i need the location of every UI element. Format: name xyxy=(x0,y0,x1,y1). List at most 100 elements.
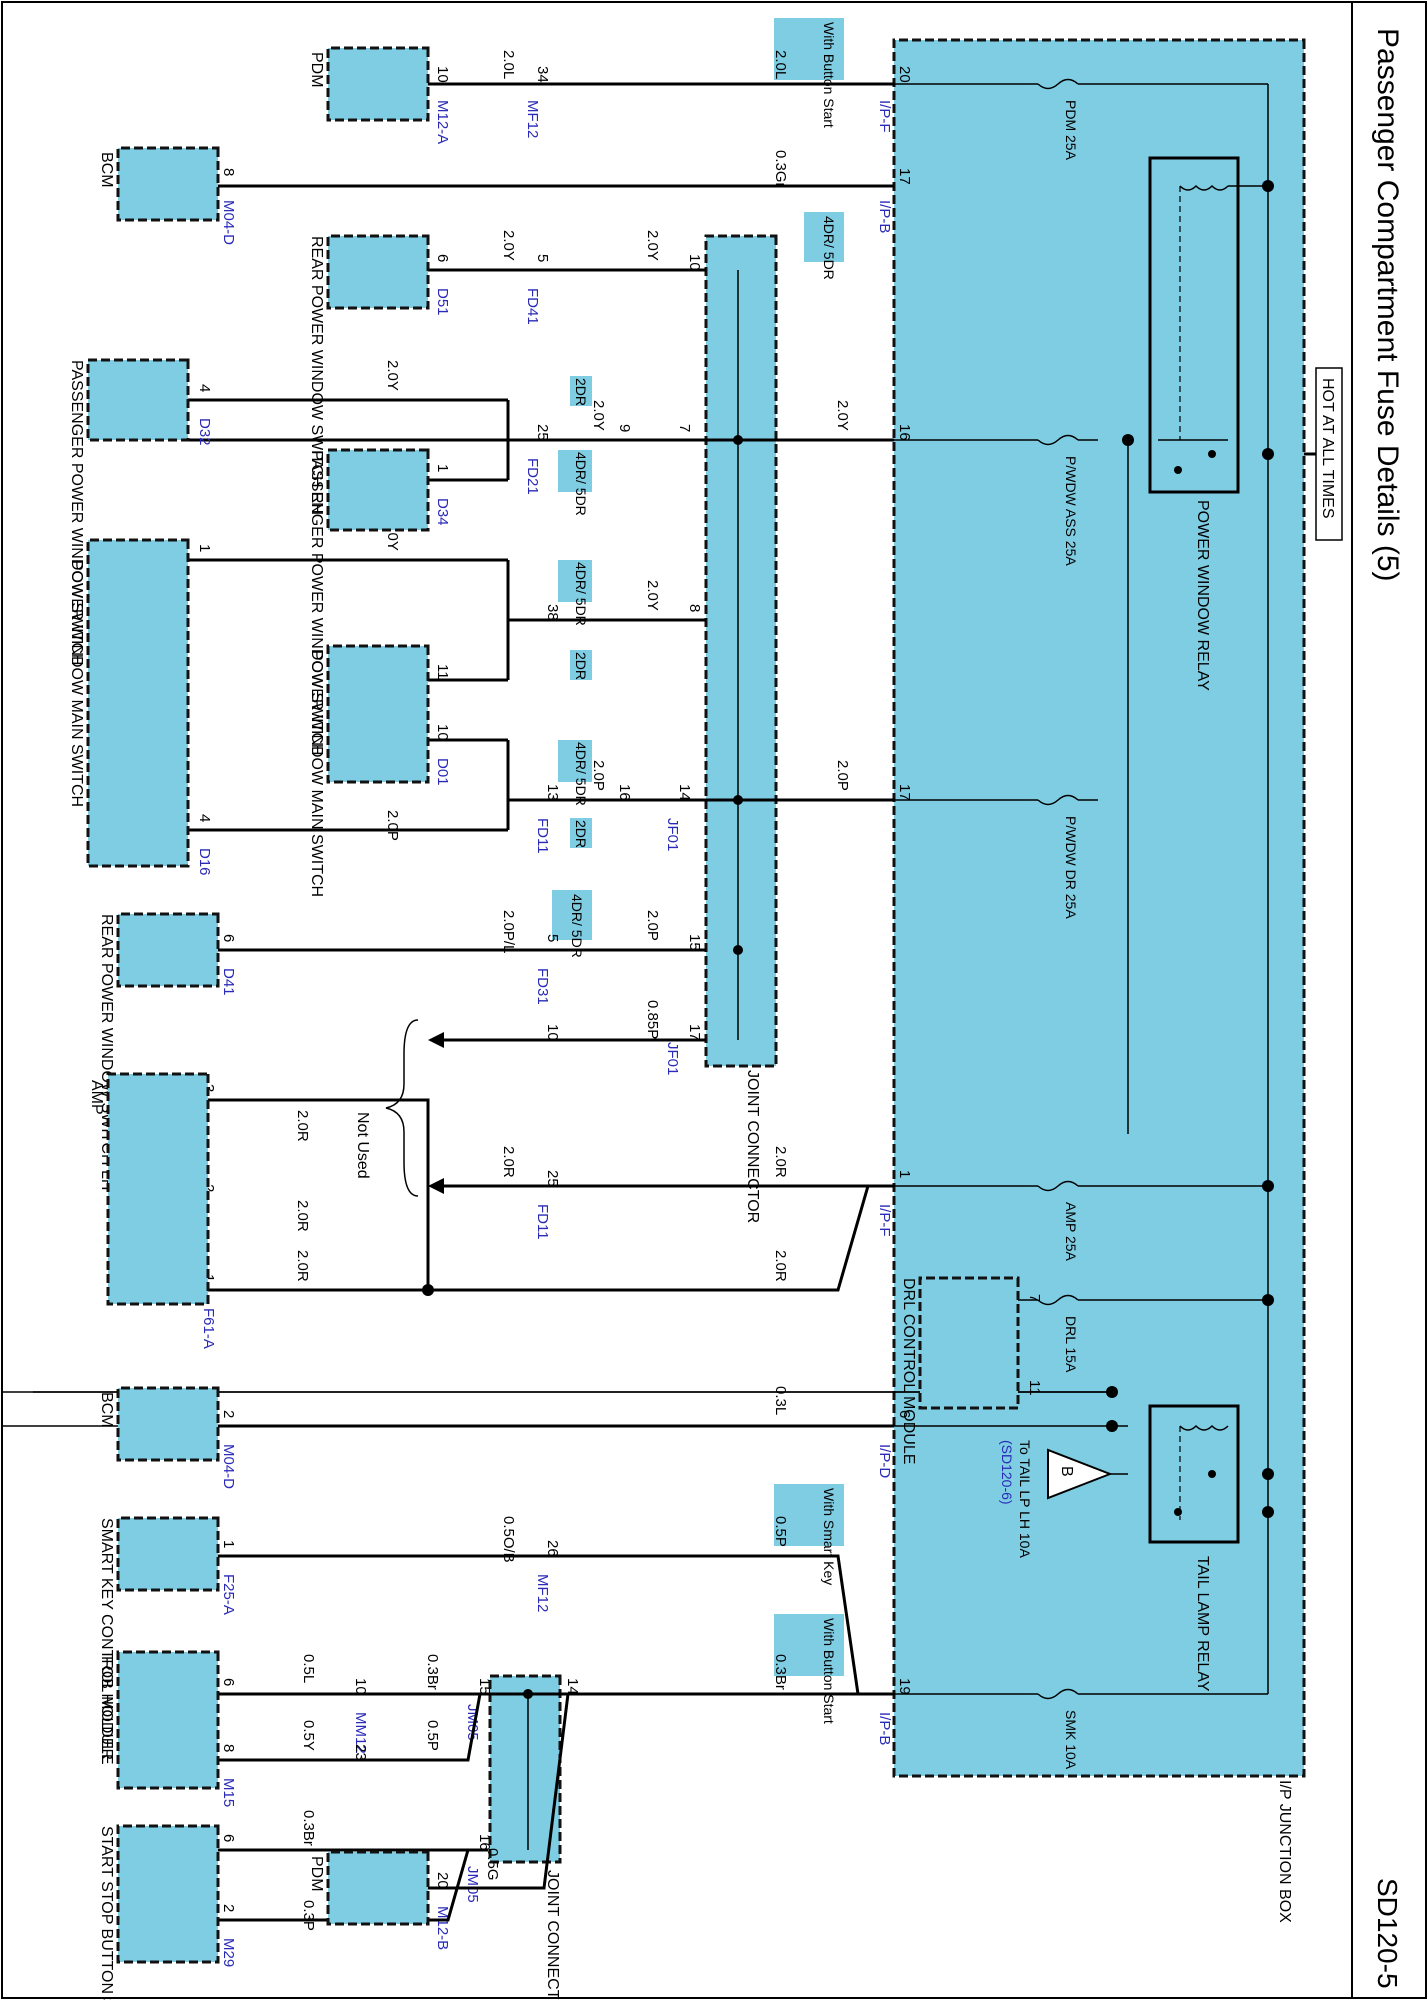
svg-text:F61-A: F61-A xyxy=(200,1308,217,1349)
fuse-pwdw-ass: P/WDW ASS 25A xyxy=(1024,434,1098,566)
option-45dr-5: 4DR/ 5DR xyxy=(552,890,592,958)
svg-text:With Smart Key: With Smart Key xyxy=(821,1488,837,1585)
svg-text:1: 1 xyxy=(896,1170,913,1178)
svg-text:11: 11 xyxy=(1026,1380,1043,1396)
svg-text:1: 1 xyxy=(220,1540,237,1548)
tail-ref-line2: (SD120-6) xyxy=(999,1440,1015,1505)
svg-text:7: 7 xyxy=(1026,1294,1043,1302)
fuse-pwdw-dr: P/WDW DR 25A xyxy=(1024,794,1098,919)
component-fob-holder: FOB HOLDER xyxy=(98,1650,220,1790)
svg-text:2.0R: 2.0R xyxy=(772,1146,789,1178)
svg-text:10: 10 xyxy=(434,66,451,83)
svg-text:4DR/ 5DR: 4DR/ 5DR xyxy=(569,894,585,958)
svg-text:M04-D: M04-D xyxy=(220,200,237,245)
fuse-smk: SMK 10A xyxy=(1024,1688,1098,1770)
svg-text:4DR/ 5DR: 4DR/ 5DR xyxy=(573,742,589,806)
component-bcm-bottom: BCM xyxy=(98,1386,220,1462)
svg-text:2.0R: 2.0R xyxy=(294,1250,311,1282)
svg-text:JF01: JF01 xyxy=(664,818,681,851)
svg-text:FD11: FD11 xyxy=(534,818,551,854)
fuse-pdm: PDM 25A xyxy=(1024,78,1098,161)
tail-lamp-relay: TAIL LAMP RELAY xyxy=(1148,1404,1240,1692)
fuse-pdm-label: PDM 25A xyxy=(1063,100,1079,161)
svg-text:0.5P: 0.5P xyxy=(424,1720,441,1751)
svg-text:PASSENGER POWER WINDOW SWITCH: PASSENGER POWER WINDOW SWITCH xyxy=(68,360,85,665)
svg-text:4: 4 xyxy=(196,384,213,392)
option-2dr-3: 2DR xyxy=(570,818,592,848)
svg-text:MF12: MF12 xyxy=(534,1574,551,1612)
svg-text:17: 17 xyxy=(686,1024,703,1041)
svg-text:MF12: MF12 xyxy=(524,100,541,138)
svg-text:REAR POWER WINDOW SWITCH RH: REAR POWER WINDOW SWITCH RH xyxy=(308,236,325,515)
svg-text:34: 34 xyxy=(534,66,551,83)
option-with-smart-key: With Smart Key xyxy=(774,1484,844,1585)
ip-junction-box xyxy=(892,38,1306,1778)
svg-text:2: 2 xyxy=(220,1904,237,1912)
svg-text:FD41: FD41 xyxy=(524,288,541,325)
svg-text:14: 14 xyxy=(564,1678,581,1695)
svg-text:6: 6 xyxy=(220,1678,237,1686)
svg-text:2.0P: 2.0P xyxy=(590,760,607,791)
svg-text:FD31: FD31 xyxy=(534,968,551,1005)
svg-text:10: 10 xyxy=(434,724,451,741)
svg-text:2.0P: 2.0P xyxy=(644,910,661,941)
svg-text:0.5Y: 0.5Y xyxy=(300,1720,317,1751)
fuse-pwdw-dr-label: P/WDW DR 25A xyxy=(1063,816,1079,919)
svg-text:2.0Y: 2.0Y xyxy=(834,400,851,431)
svg-text:2.0Y: 2.0Y xyxy=(644,230,661,261)
svg-text:0.3Gr: 0.3Gr xyxy=(772,150,789,188)
svg-text:5: 5 xyxy=(544,934,561,942)
svg-text:6: 6 xyxy=(220,934,237,942)
svg-text:4DR/ 5DR: 4DR/ 5DR xyxy=(573,562,589,626)
svg-text:2.0Y: 2.0Y xyxy=(384,360,401,391)
svg-text:16: 16 xyxy=(476,1834,493,1851)
svg-text:4: 4 xyxy=(196,814,213,822)
svg-text:1: 1 xyxy=(200,1274,217,1282)
svg-text:25: 25 xyxy=(534,424,551,441)
wire-amp xyxy=(428,1184,894,1292)
svg-text:PASSENGER POWER WINDOW SWITCH: PASSENGER POWER WINDOW SWITCH xyxy=(308,450,325,755)
svg-text:D16: D16 xyxy=(196,848,213,876)
svg-text:5: 5 xyxy=(534,254,551,262)
tail-lamp-reference: B To TAIL LP LH 10A (SD120-6) xyxy=(999,1440,1128,1558)
tail-ref-line1: To TAIL LP LH 10A xyxy=(1017,1440,1033,1558)
svg-text:8: 8 xyxy=(220,168,237,176)
svg-text:AMP: AMP xyxy=(88,1080,105,1115)
not-used-label: Not Used xyxy=(354,1112,371,1179)
component-passenger-pw-2: PASSENGER POWER WINDOW SWITCH xyxy=(308,448,430,755)
option-45dr-3: 4DR/ 5DR xyxy=(558,560,592,626)
svg-text:D34: D34 xyxy=(434,498,451,526)
svg-text:I/P-B: I/P-B xyxy=(876,200,893,233)
svg-text:M15: M15 xyxy=(220,1778,237,1807)
svg-text:BCM: BCM xyxy=(98,152,115,188)
svg-text:2.0L: 2.0L xyxy=(772,50,789,79)
svg-text:17: 17 xyxy=(896,784,913,801)
option-2dr-1: 2DR xyxy=(570,376,592,406)
joint-connector-jf01: JOINT CONNECTOR JF01 xyxy=(664,234,778,1223)
svg-text:POWER WINDOW MAIN SWITCH: POWER WINDOW MAIN SWITCH xyxy=(68,560,85,807)
svg-text:25: 25 xyxy=(544,1170,561,1187)
svg-text:2DR: 2DR xyxy=(573,378,589,406)
svg-text:BCM: BCM xyxy=(98,1392,115,1428)
svg-text:6: 6 xyxy=(896,1410,913,1418)
drl-control-module: DRL CONTROL MODULE 7 11 xyxy=(900,1276,1043,1464)
svg-text:2DR: 2DR xyxy=(573,652,589,680)
svg-text:20: 20 xyxy=(896,66,913,83)
svg-text:2.0R: 2.0R xyxy=(500,1146,517,1178)
svg-text:0.3Br: 0.3Br xyxy=(772,1654,789,1690)
svg-text:8: 8 xyxy=(220,1744,237,1752)
svg-text:D51: D51 xyxy=(434,288,451,316)
svg-text:2: 2 xyxy=(200,1184,217,1192)
fuse-amp: AMP 25A xyxy=(1024,1180,1268,1262)
fuse-amp-label: AMP 25A xyxy=(1063,1202,1079,1262)
svg-text:17: 17 xyxy=(896,168,913,185)
svg-text:8: 8 xyxy=(686,604,703,612)
component-smart-key-module: SMART KEY CONTROL MODULE xyxy=(98,1516,220,1765)
svg-text:4DR/ 5DR: 4DR/ 5DR xyxy=(821,216,837,280)
svg-text:M29: M29 xyxy=(220,1938,237,1967)
svg-text:1: 1 xyxy=(196,544,213,552)
option-2dr-2: 2DR xyxy=(570,650,592,680)
power-window-relay-label: POWER WINDOW RELAY xyxy=(1194,500,1211,691)
joint-connector-jm05: JOINT CONNECTOR JM05 JM05 xyxy=(464,1674,562,2005)
